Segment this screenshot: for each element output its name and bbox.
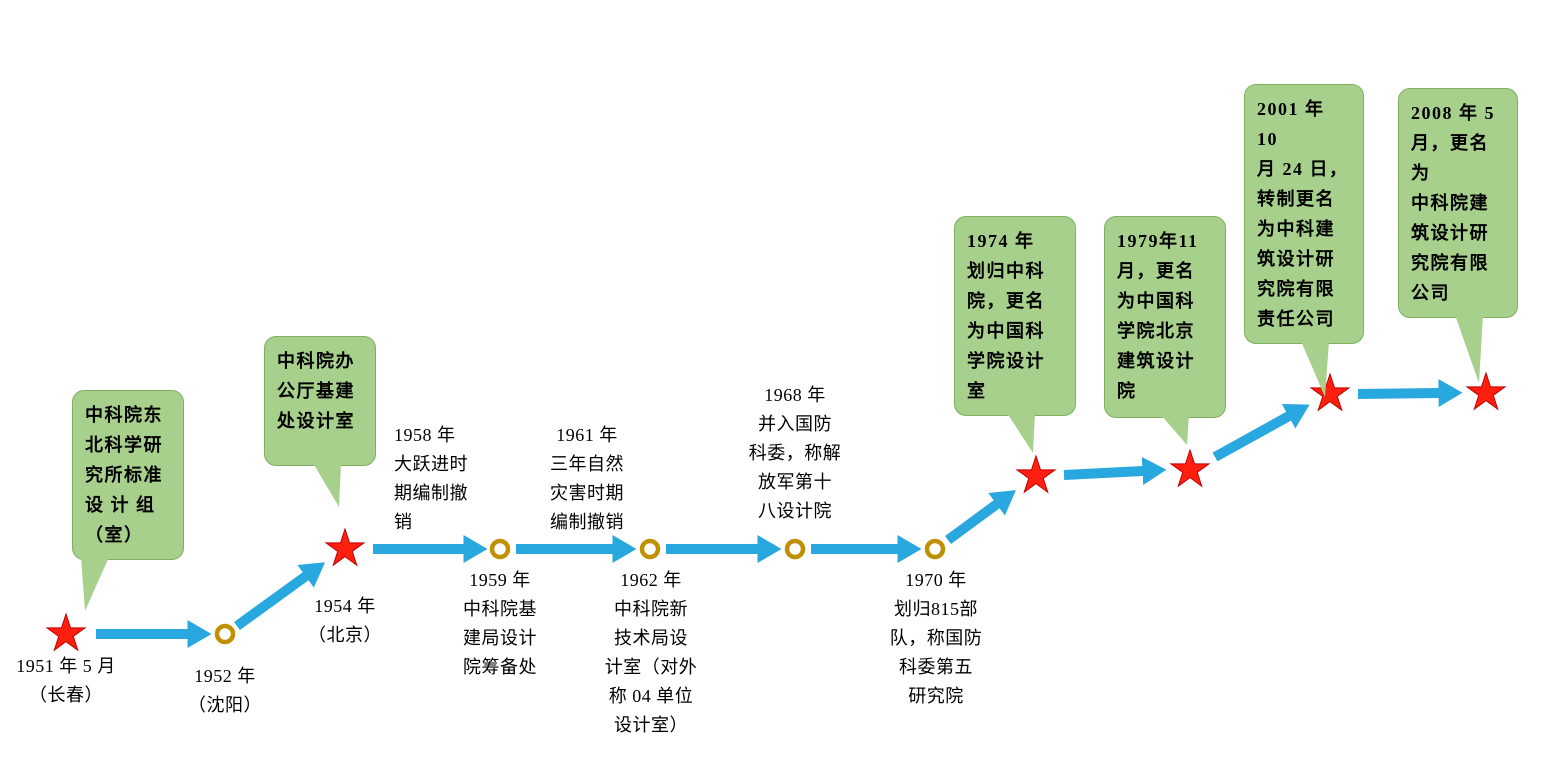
star-marker-1979 <box>1170 449 1210 487</box>
star-marker-1951 <box>46 613 86 651</box>
callout-tail <box>313 463 341 507</box>
note-1961: 1961 年 三年自然 灾害时期 编制撤销 <box>550 425 624 532</box>
callout-tail <box>1455 315 1483 383</box>
arrow-1970-1974 <box>945 490 1016 545</box>
caption-1968: 1968 年 并入国防 科委，称解 放军第十 八设计院 <box>748 385 842 521</box>
caption-1970: 1970 年 划归815部 队，称国防 科委第五 研究院 <box>889 570 983 706</box>
callout-tail <box>1161 415 1189 445</box>
note-1958: 1958 年 大跃进时 期编制撤 销 <box>394 425 468 532</box>
callout-text: 1979年11 月，更名 为中国科 学院北京 建筑设计 院 <box>1117 231 1199 401</box>
arrow-1974-1979 <box>1063 457 1167 486</box>
caption-1952: 1952 年 （沈阳） <box>188 666 262 715</box>
caption-1962: 1962 年 中科院新 技术局设 计室（对外 称 04 单位 设计室） <box>604 570 698 735</box>
callout-text: 中科院东 北科学研 究所标准 设 计 组 （室） <box>85 405 163 545</box>
callout-1974: 1974 年 划归中科 院，更名 为中国科 学院设计 室 <box>954 216 1076 453</box>
caption-1951: 1951 年 5 月 （长春） <box>16 656 116 705</box>
callout-text: 2008 年 5 月，更名为 中科院建 筑设计研 究院有限 公司 <box>1411 103 1495 303</box>
caption-1959: 1959 年 中科院基 建局设计 院筹备处 <box>463 570 537 677</box>
ring-marker-1952 <box>214 623 236 645</box>
callout-text: 2001 年 10 月 24 日， 转制更名 为中科建 筑设计研 究院有限 责任… <box>1257 99 1349 329</box>
ring-marker-1968 <box>784 538 806 560</box>
callout-tail <box>1301 341 1329 397</box>
callout-text: 1974 年 划归中科 院，更名 为中国科 学院设计 室 <box>967 231 1045 401</box>
star-marker-1954 <box>325 528 365 566</box>
callout-1951: 中科院东 北科学研 究所标准 设 计 组 （室） <box>72 390 184 611</box>
star-marker-1974 <box>1016 455 1056 493</box>
callout-tail <box>1007 413 1035 453</box>
ring-marker-1970 <box>924 538 946 560</box>
callout-2001: 2001 年 10 月 24 日， 转制更名 为中科建 筑设计研 究院有限 责任… <box>1244 84 1364 397</box>
arrow-1952-1954 <box>234 562 326 631</box>
callout-text: 中科院办 公厅基建 处设计室 <box>277 351 355 431</box>
callout-1954: 中科院办 公厅基建 处设计室 <box>264 336 376 507</box>
caption-1954: 1954 年 （北京） <box>308 596 382 645</box>
callout-tail <box>81 557 109 611</box>
arrow-2001-2008 <box>1357 379 1463 408</box>
callout-2008: 2008 年 5 月，更名为 中科院建 筑设计研 究院有限 公司 <box>1398 88 1518 383</box>
callout-1979: 1979年11 月，更名 为中国科 学院北京 建筑设计 院 <box>1104 216 1226 445</box>
arrow-1979-2001 <box>1212 403 1310 462</box>
ring-marker-1962 <box>639 538 661 560</box>
ring-marker-1959 <box>489 538 511 560</box>
